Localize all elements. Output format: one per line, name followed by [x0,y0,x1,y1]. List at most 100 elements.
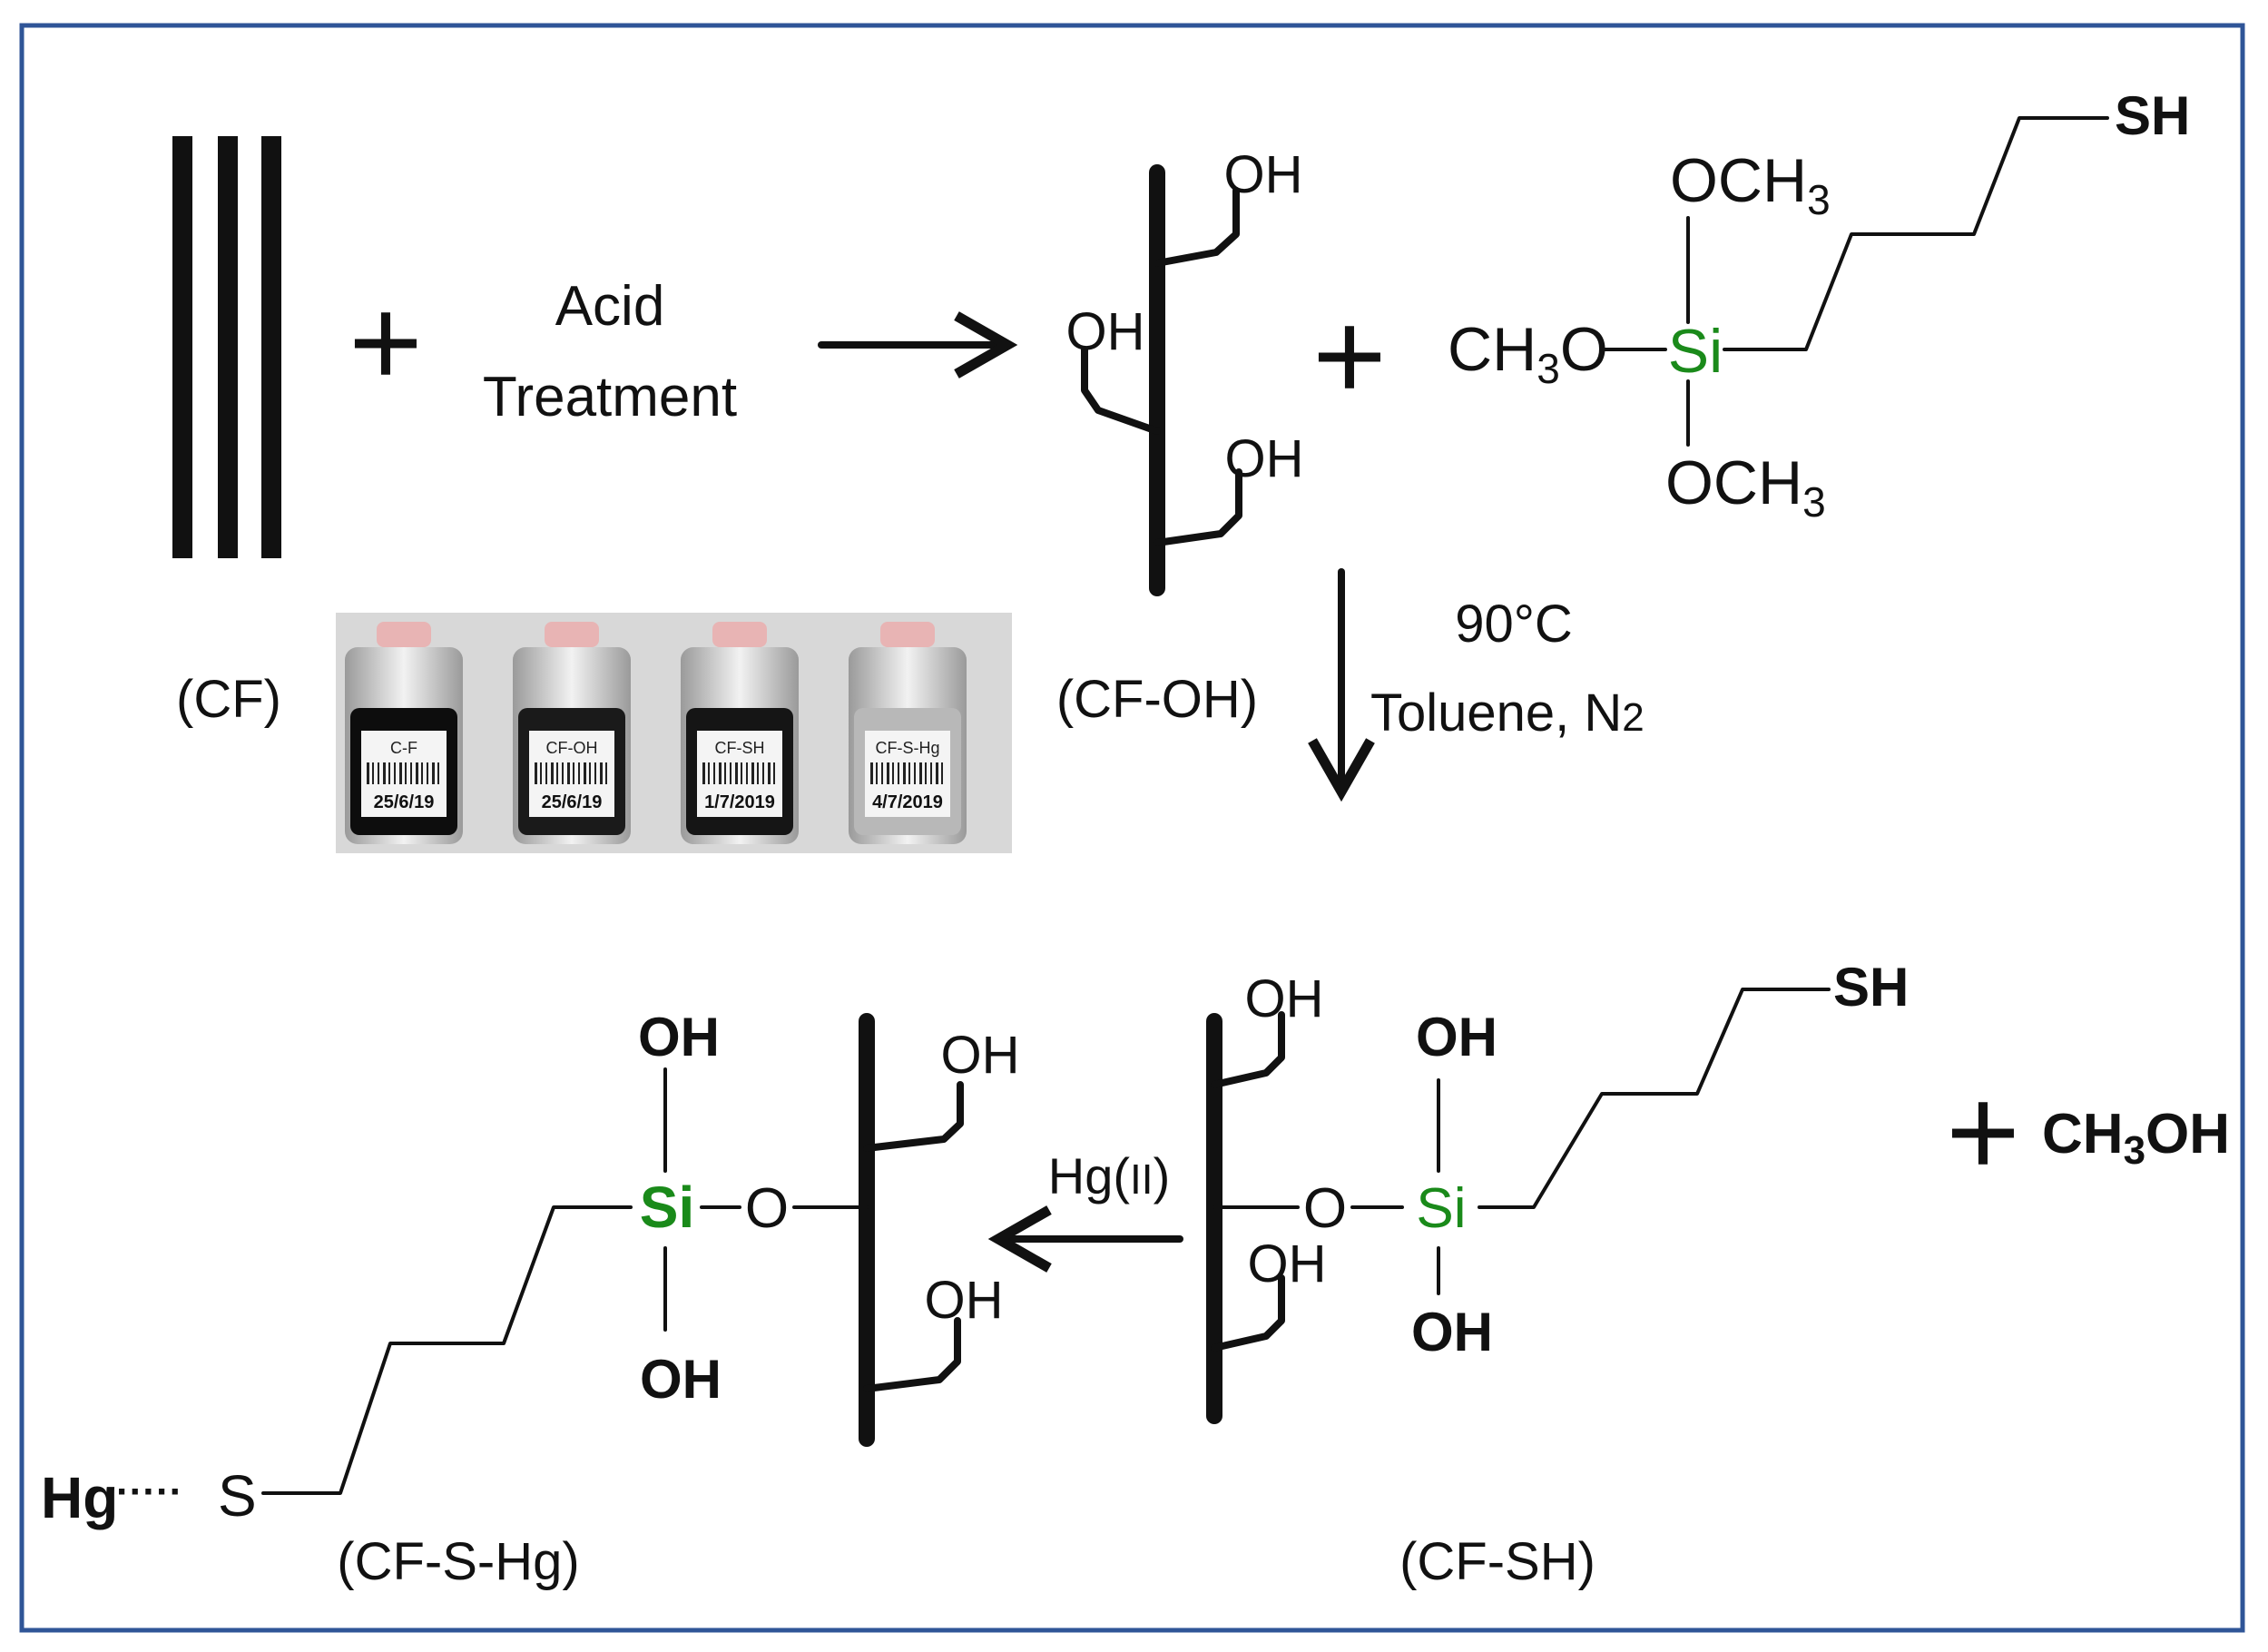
barcode-bar [892,762,894,784]
barcode-bar [567,762,570,784]
vial-1: C-F 25/6/19 [345,622,463,844]
vial-date: 25/6/19 [374,792,435,812]
silane-och3-bottom: OCH3 [1665,448,1826,526]
cf-s-hg-o: O [745,1177,789,1240]
barcode-bar [372,762,374,784]
silane-sh: SH [2115,85,2190,146]
barcode-bar [914,762,916,784]
cf-s-hg-si: Si [640,1175,694,1240]
barcode-bar [730,762,731,784]
barcode-bar [594,762,596,784]
barcode-bar [735,762,738,784]
vial-sample-label: CF-SH [715,739,765,757]
barcode-bar [437,762,439,784]
barcode-bar [388,762,390,784]
cf-oh-oh-top: OH [1224,145,1303,204]
acid-treatment-line2: Treatment [483,366,737,428]
barcode-bar [378,762,379,784]
vial-sample-label: CF-S-Hg [876,739,940,757]
barcode-bar [427,762,428,784]
silane-si: Si [1668,317,1723,386]
barcode-bar [421,762,423,784]
vial-date: 1/7/2019 [704,792,775,812]
barcode-bar [562,762,564,784]
barcode-bar [719,762,722,784]
acid-treatment-line1: Acid [555,275,665,338]
cf-sh-oh-si-bottom: OH [1411,1302,1493,1362]
barcode-bar [702,762,705,784]
cf-oh-structure [1081,164,1242,596]
cf-sh-oh-fiber-bottom: OH [1248,1234,1327,1293]
barcode-bar [535,762,537,784]
cf-s-hg-oh-si-top: OH [638,1007,720,1067]
barcode-bar [573,762,574,784]
cf-sh-si: Si [1416,1177,1466,1240]
barcode-bar [762,762,764,784]
vial-cap [880,622,935,647]
barcode-bar [383,762,386,784]
barcode-bar [724,762,726,784]
silane-och3-top: OCH3 [1670,146,1831,223]
barcode-bar [556,762,558,784]
solvent-label: Toluene, N2 [1370,683,1645,742]
barcode-bar [394,762,396,784]
cf-sh-structure [1206,988,1831,1424]
barcode-bar [551,762,554,784]
barcode-bar [578,762,580,784]
barcode-bar [399,762,402,784]
barcode-bar [741,762,742,784]
vial-cap [545,622,599,647]
cf-sh-oh-si-top: OH [1416,1007,1497,1067]
barcode-bar [545,762,547,784]
cf-s-hg-hg: Hg [41,1465,118,1530]
barcode-bar [540,762,542,784]
barcode-bar [410,762,412,784]
vial-3: CF-SH 1/7/2019 [681,622,799,844]
cf-s-hg-structure [261,1013,964,1495]
silane-ch3o: CH3O [1448,315,1608,392]
barcode-bar [768,762,771,784]
barcode-bar [746,762,748,784]
barcode-bar [908,762,910,784]
barcode-bar [367,762,369,784]
barcode-bar [930,762,932,784]
barcode-bar [919,762,922,784]
cf-oh-oh-left: OH [1066,302,1145,361]
barcode-bar [773,762,775,784]
cf-s-hg-oh-fiber-top: OH [941,1026,1020,1085]
cf-s-hg-oh-si-bottom: OH [640,1349,722,1410]
barcode-bar [584,762,586,784]
cf-s-hg-s: S [218,1463,257,1529]
barcode-bar [903,762,906,784]
barcode-bar [887,762,889,784]
cf-sh-o: O [1303,1177,1347,1240]
barcode-bar [870,762,873,784]
barcode-bar [600,762,603,784]
cf-sh-sh: SH [1833,957,1909,1018]
barcode-bar [936,762,938,784]
vial-sample-label: CF-OH [546,739,598,757]
vial-date: 25/6/19 [542,792,603,812]
barcode-bar [757,762,759,784]
temperature-label: 90°C [1455,595,1573,654]
barcode-bar [941,762,943,784]
hg-ii-label: Hg(II) [1048,1147,1170,1205]
plus-sign-1: + [349,270,423,413]
barcode-bar [708,762,710,784]
cf-oh-oh-bottom: OH [1225,429,1304,488]
methanol-byproduct: CH3OH [2042,1103,2230,1173]
barcode-bar [432,762,435,784]
carbon-fiber-bundle [172,136,281,558]
cf-oh-label: (CF-OH) [1056,670,1258,729]
cf-label: (CF) [176,670,281,729]
vial-cap [712,622,767,647]
plus-sign-3: + [1946,1060,2020,1203]
barcode-bar [416,762,418,784]
vial-cap [377,622,431,647]
vials-photo: C-F 25/6/19 CF-OH 25/6/19 CF-SH 1/7/2019 CF-S-… [336,613,1012,853]
silane-reagent [1603,116,2109,447]
vial-sample-label: C-F [390,739,417,757]
cf-sh-label: (CF-SH) [1399,1532,1595,1591]
vial-date: 4/7/2019 [872,792,943,812]
